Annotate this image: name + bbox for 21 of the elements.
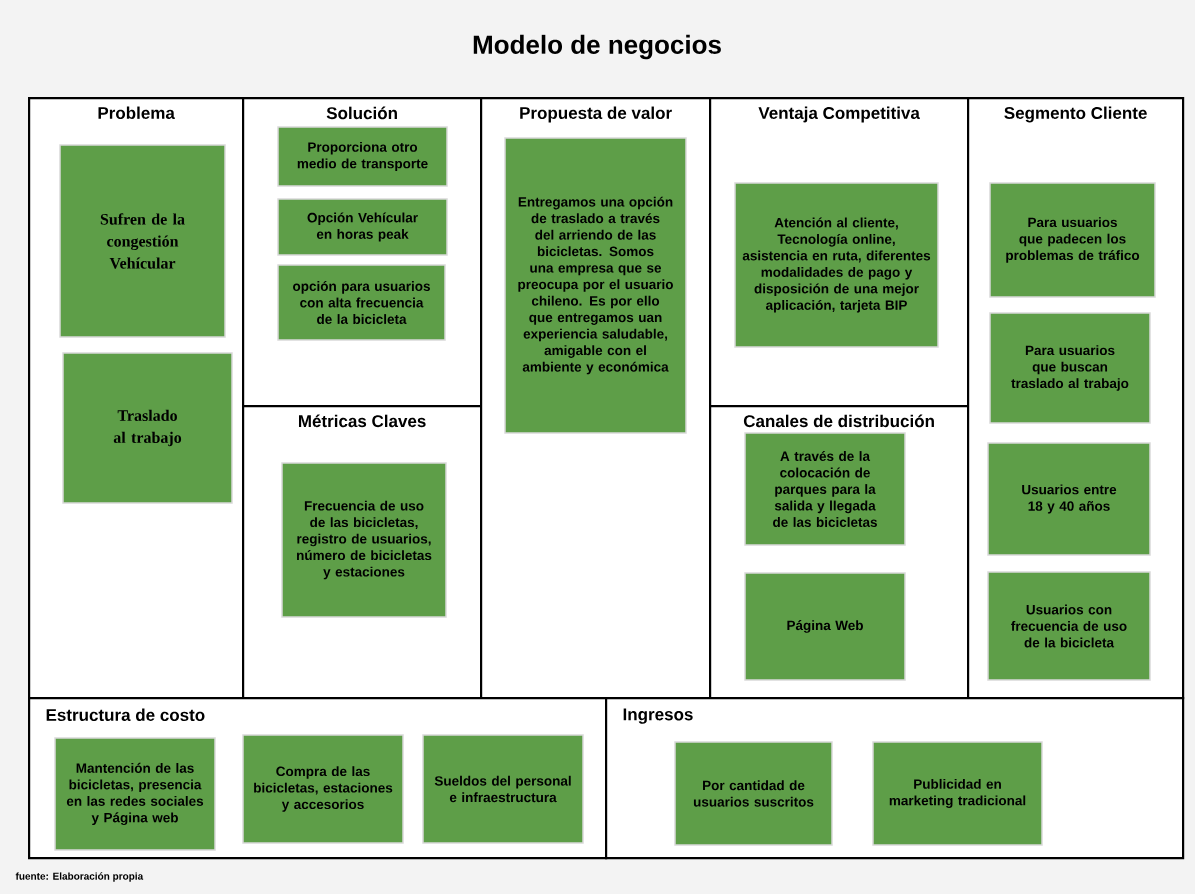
note-box: Usuarios entre 18 y 40 años bbox=[987, 442, 1151, 556]
source-note: fuente: Elaboración propia bbox=[15, 872, 144, 882]
note-box: Para usuarios que buscan traslado al trabajo bbox=[989, 312, 1151, 424]
note-box: Por cantidad de usuarios suscritos bbox=[674, 741, 833, 846]
note-box: Página Web bbox=[744, 572, 906, 681]
note-box: Entregamos una opción de traslado a través del arriendo de las bicicletas. Somos una empresa que se preocupa por el usuario chileno. Es por ello que entregamos uan experiencia saludable, amigable con el ambiente y económica bbox=[504, 137, 687, 434]
note-box: Frecuencia de uso de las bicicletas, registro de usuarios, número de bicicletas y estaciones bbox=[281, 462, 447, 618]
note-box: Usuarios con frecuencia de uso de la bicicleta bbox=[987, 571, 1151, 681]
note-box: Sufren de la congestión Vehícular bbox=[59, 144, 226, 338]
note-box: Mantención de las bicicletas, presencia en las redes sociales y Página web bbox=[54, 737, 216, 851]
note-box: Compra de las bicicletas, estaciones y accesorios bbox=[242, 734, 404, 844]
title: Modelo de negocios bbox=[473, 34, 721, 60]
note-box: Para usuarios que padecen los problemas de tráfico bbox=[989, 182, 1156, 298]
note-box: Traslado al trabajo bbox=[62, 352, 233, 504]
note-box: Atención al cliente, Tecnología online, asistencia en ruta, diferentes modalidades de pago y disposición de una mejor aplicación, tarjeta BIP bbox=[734, 182, 939, 348]
note-box: Proporciona otro medio de transporte bbox=[277, 126, 448, 187]
note-box: Sueldos del personal e infraestructura bbox=[422, 734, 584, 844]
note-box: Publicidad en marketing tradicional bbox=[872, 741, 1043, 846]
note-box: opción para usuarios con alta frecuencia de la bicicleta bbox=[277, 264, 446, 341]
note-box: Opción Vehícular en horas peak bbox=[277, 198, 448, 256]
note-box: A través de la colocación de parques para la salida y llegada de las bicicletas bbox=[744, 432, 906, 546]
